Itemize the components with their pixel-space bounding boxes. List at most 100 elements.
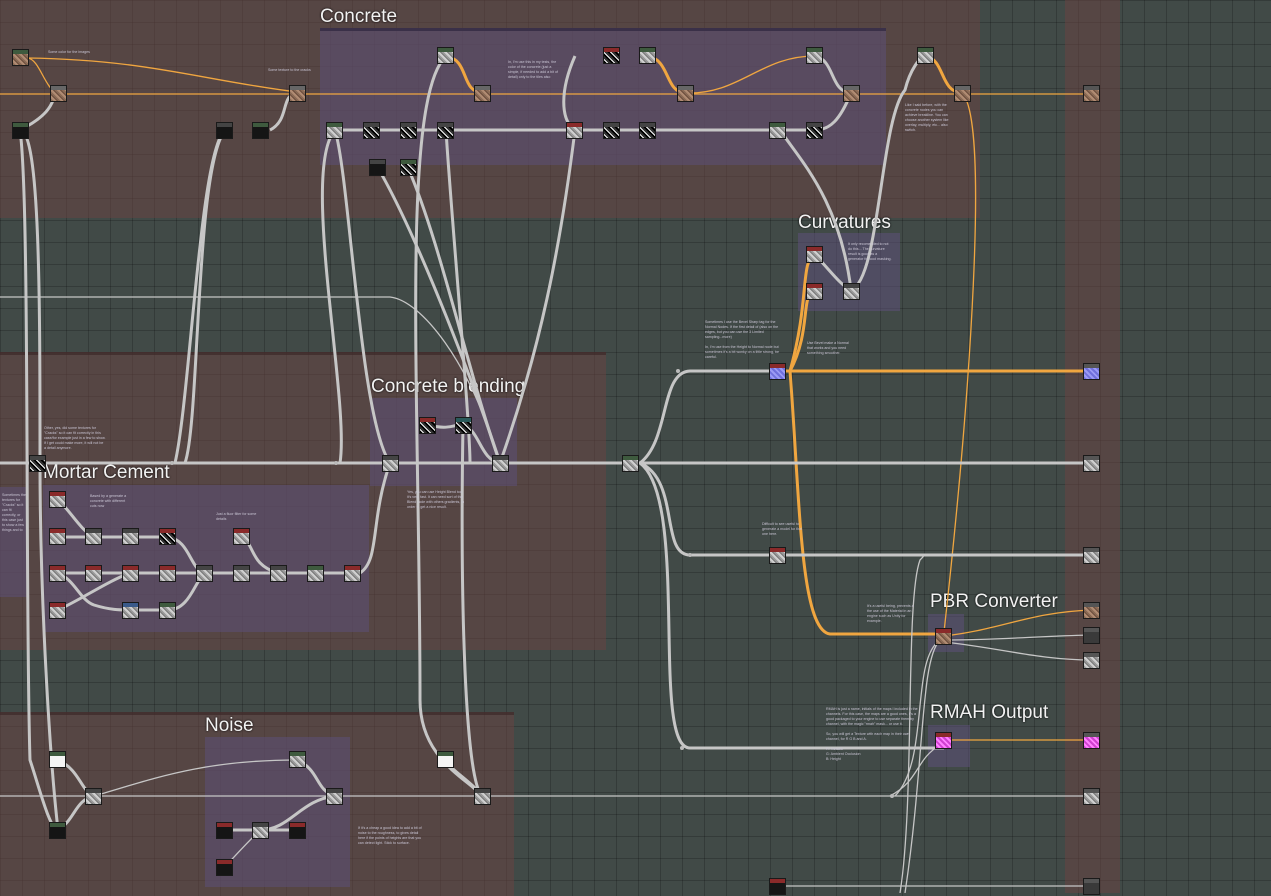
output-ambient-occlusion[interactable] bbox=[1083, 788, 1100, 805]
wire-dot bbox=[676, 369, 680, 373]
graph-node-rmah-channels[interactable] bbox=[935, 732, 952, 749]
graph-node-mortar-c[interactable] bbox=[85, 528, 102, 545]
graph-node-noise-a2[interactable] bbox=[252, 822, 269, 839]
graph-node-mortar-f[interactable] bbox=[49, 565, 66, 582]
graph-node-noise-a1[interactable] bbox=[216, 822, 233, 839]
comment-note: If it's a cheap a good idea to add a bit… bbox=[358, 826, 422, 845]
graph-node-mortar-m[interactable] bbox=[307, 565, 324, 582]
comment-note: It only recomended to not do this... The… bbox=[848, 242, 892, 261]
graph-node-gradient[interactable] bbox=[216, 122, 233, 139]
comment-note: In, I'm use this in my tests, the color … bbox=[508, 60, 558, 79]
graph-node-concrete-blend[interactable] bbox=[474, 85, 491, 102]
graph-node-noise-blend-left[interactable] bbox=[85, 788, 102, 805]
comment-note: Other, yes, did some textures for "Crack… bbox=[44, 426, 106, 450]
comment-note: Like I said before, with the concrete no… bbox=[905, 103, 949, 132]
frame-title-rmah-output: RMAH Output bbox=[930, 702, 1049, 723]
graph-node-noise-a[interactable] bbox=[363, 122, 380, 139]
graph-node-crack-color[interactable] bbox=[639, 47, 656, 64]
output-pbr-basecolor[interactable] bbox=[1083, 602, 1100, 619]
wire-dot bbox=[688, 553, 692, 557]
graph-node-height-output-hub[interactable] bbox=[622, 455, 639, 472]
graph-node-stain-a[interactable] bbox=[769, 122, 786, 139]
graph-node-noise-a3[interactable] bbox=[289, 822, 306, 839]
graph-node-blend-levels[interactable] bbox=[455, 417, 472, 434]
graph-node-noise-b[interactable] bbox=[400, 122, 417, 139]
graph-node-curvature-blend[interactable] bbox=[843, 283, 860, 300]
output-normal[interactable] bbox=[1083, 363, 1100, 380]
graph-node-noise-d[interactable] bbox=[400, 159, 417, 176]
graph-node-stain-b[interactable] bbox=[806, 122, 823, 139]
graph-node-mortar-n[interactable] bbox=[344, 565, 361, 582]
graph-node-dark-mask[interactable] bbox=[49, 822, 66, 839]
output-height[interactable] bbox=[1083, 455, 1100, 472]
graph-node-blend-cracks[interactable] bbox=[289, 85, 306, 102]
graph-node-curvature-b[interactable] bbox=[806, 283, 823, 300]
graph-node-stain-color[interactable] bbox=[806, 47, 823, 64]
graph-node-mortar-o[interactable] bbox=[49, 602, 66, 619]
output-pbr-metallic[interactable] bbox=[1083, 627, 1100, 644]
graph-node-levels[interactable] bbox=[252, 122, 269, 139]
graph-node-mortar-b[interactable] bbox=[49, 528, 66, 545]
graph-node-mortar-q[interactable] bbox=[159, 602, 176, 619]
frame-title-pbr-converter: PBR Converter bbox=[930, 591, 1058, 612]
graph-node-crack-a[interactable] bbox=[603, 47, 620, 64]
frame-title-noise: Noise bbox=[205, 715, 254, 736]
comment-note: Some texture to the cracks bbox=[268, 68, 311, 72]
graph-node-mortar-e[interactable] bbox=[159, 528, 176, 545]
graph-node-color-top-left[interactable] bbox=[12, 49, 29, 66]
graph-node-mortar-i[interactable] bbox=[159, 565, 176, 582]
graph-node-mortar-l[interactable] bbox=[270, 565, 287, 582]
graph-node-mortar-k[interactable] bbox=[233, 565, 250, 582]
graph-node-blend[interactable] bbox=[50, 85, 67, 102]
graph-node-crack-d[interactable] bbox=[639, 122, 656, 139]
graph-node-mortar-j[interactable] bbox=[196, 565, 213, 582]
wire-dot bbox=[890, 794, 894, 798]
graph-node-bottom-a[interactable] bbox=[769, 878, 786, 895]
graph-node-mortar-p[interactable] bbox=[122, 602, 139, 619]
frame-title-concrete: Concrete bbox=[320, 6, 398, 27]
graph-node-curvature-a[interactable] bbox=[806, 246, 823, 263]
graph-node-mortar-d[interactable] bbox=[122, 528, 139, 545]
graph-node-uniform-white[interactable] bbox=[49, 751, 66, 768]
graph-node-roughness[interactable] bbox=[769, 547, 786, 564]
graph-node-noise-a4[interactable] bbox=[216, 859, 233, 876]
graph-node-final-color-blend[interactable] bbox=[954, 85, 971, 102]
output-bottom[interactable] bbox=[1083, 878, 1100, 895]
frame-title-mortar-cement: Mortar Cement bbox=[43, 462, 170, 483]
graph-node-concrete-a[interactable] bbox=[326, 122, 343, 139]
graph-node-dark-a[interactable] bbox=[369, 159, 386, 176]
output-roughness[interactable] bbox=[1083, 547, 1100, 564]
graph-node-mortar-g[interactable] bbox=[85, 565, 102, 582]
comment-note: Use Bevel make a Normal that works and y… bbox=[807, 341, 849, 355]
graph-node-crack-c[interactable] bbox=[603, 122, 620, 139]
comment-note: Yes, you can use Height Blend too, it's … bbox=[407, 490, 465, 509]
graph-node-mortar-h[interactable] bbox=[122, 565, 139, 582]
graph-node-white-mid[interactable] bbox=[437, 751, 454, 768]
output-rmah[interactable] bbox=[1083, 732, 1100, 749]
graph-node-stain-blend[interactable] bbox=[843, 85, 860, 102]
graph-node-mortar-a[interactable] bbox=[49, 491, 66, 508]
frame-left-small bbox=[0, 487, 28, 597]
graph-node-height-blend-a[interactable] bbox=[382, 455, 399, 472]
graph-node-mask[interactable] bbox=[12, 122, 29, 139]
graph-node-normal[interactable] bbox=[769, 363, 786, 380]
comment-note: Just a fluor filter for some details bbox=[216, 512, 257, 521]
graph-node-edge-color[interactable] bbox=[917, 47, 934, 64]
wire-dot bbox=[170, 461, 174, 465]
graph-node-height-final[interactable] bbox=[474, 788, 491, 805]
graph-node-height-blend-b[interactable] bbox=[492, 455, 509, 472]
graph-node-noise-c[interactable] bbox=[437, 122, 454, 139]
graph-node-noise-blend[interactable] bbox=[326, 788, 343, 805]
graph-node-noise-grunge[interactable] bbox=[289, 751, 306, 768]
output-pbr-roughness[interactable] bbox=[1083, 652, 1100, 669]
graph-node-concrete-color[interactable] bbox=[437, 47, 454, 64]
graph-node-pbr-converter[interactable] bbox=[935, 628, 952, 645]
graph-node-crack-mask[interactable] bbox=[29, 455, 46, 472]
output-basecolor[interactable] bbox=[1083, 85, 1100, 102]
comment-note: Based by a generate a concrete with diff… bbox=[90, 494, 127, 508]
graph-node-blend-mask[interactable] bbox=[419, 417, 436, 434]
graph-node-mortar-filter[interactable] bbox=[233, 528, 250, 545]
graph-node-crack-b[interactable] bbox=[566, 122, 583, 139]
graph-node-crack-blend[interactable] bbox=[677, 85, 694, 102]
